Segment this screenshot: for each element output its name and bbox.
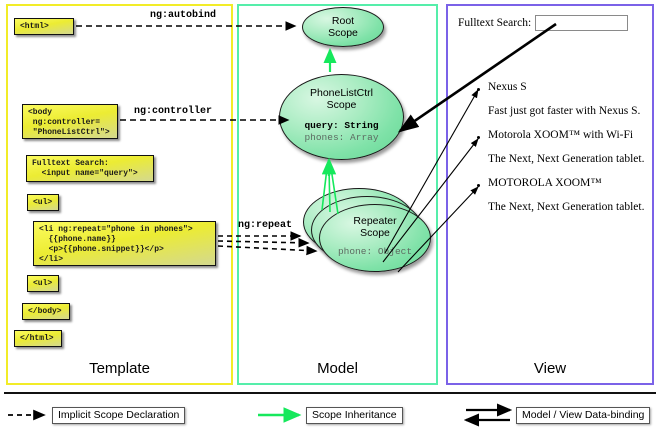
- view-item-desc-1: The Next, Next Generation tablet.: [488, 153, 645, 165]
- code-box-html-open: <html>: [14, 18, 74, 35]
- legend-divider: [4, 392, 656, 394]
- scope-root-title-2: Scope: [328, 27, 358, 40]
- view-bullet-1: [477, 136, 480, 139]
- connector-label-ng-controller: ng:controller: [134, 106, 213, 117]
- view-item-desc-2: The Next, Next Generation tablet.: [488, 201, 645, 213]
- scope-repeater: Repeater Scope phone: Object: [319, 204, 431, 272]
- panel-view: View: [446, 4, 654, 385]
- connector-label-ng-autobind: ng:autobind: [150, 10, 217, 21]
- legend-item-implicit-scope-declaration: Implicit Scope Declaration: [52, 407, 186, 424]
- panel-label-model: Model: [317, 360, 358, 377]
- panel-label-view: View: [533, 360, 567, 377]
- code-box-html-close: </html>: [14, 330, 62, 347]
- view-item-title-0: Nexus S: [488, 81, 527, 93]
- view-search-input[interactable]: [535, 15, 628, 31]
- legend-item-model-view-data-binding: Model / View Data-binding: [516, 407, 651, 424]
- code-box-body-open: <body ng:controller= "PhoneListCtrl">: [22, 104, 118, 139]
- code-box-ul-close: <ul>: [27, 275, 59, 292]
- code-box-fulltext-search: Fulltext Search: <input name="query">: [26, 155, 154, 182]
- view-item-title-2: MOTOROLA XOOM™: [488, 177, 602, 189]
- code-box-ul-open: <ul>: [27, 194, 59, 211]
- scope-phonelistctrl-prop-query: query: String: [304, 120, 379, 132]
- code-box-body-close: </body>: [22, 303, 70, 320]
- code-box-li-repeat: <li ng:repeat="phone in phones"> {{phone…: [33, 221, 216, 266]
- view-bullet-2: [477, 184, 480, 187]
- scope-phonelistctrl: PhoneListCtrl Scope query: String phones…: [279, 74, 404, 160]
- view-item-desc-0: Fast just got faster with Nexus S.: [488, 105, 641, 117]
- view-item-title-1: Motorola XOOM™ with Wi-Fi: [488, 129, 634, 141]
- view-search-label: Fulltext Search:: [458, 17, 532, 29]
- connector-label-ng-repeat: ng:repeat: [238, 220, 293, 231]
- legend-item-scope-inheritance: Scope Inheritance: [306, 407, 403, 424]
- scope-repeater-prop-phone: phone: Object: [337, 246, 413, 258]
- view-bullet-0: [477, 88, 480, 91]
- scope-repeater-title-1: Repeater: [353, 215, 397, 227]
- scope-phonelistctrl-title-1: PhoneListCtrl: [309, 87, 374, 99]
- scope-phonelistctrl-prop-phones: phones: Array: [304, 131, 379, 143]
- scope-root: Root Scope: [302, 7, 384, 47]
- scope-root-title-1: Root: [331, 15, 355, 27]
- panel-label-template: Template: [89, 360, 150, 377]
- scope-phonelistctrl-title-2: Scope: [326, 99, 357, 112]
- scope-repeater-title-2: Scope: [360, 227, 390, 240]
